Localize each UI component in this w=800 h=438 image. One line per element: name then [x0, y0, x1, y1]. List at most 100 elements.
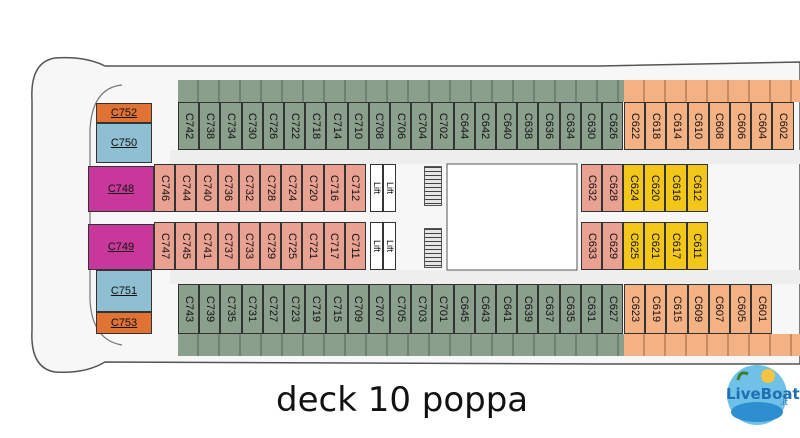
cabin-label: C622 — [628, 112, 641, 140]
logo-suffix: .it — [780, 398, 788, 407]
cabin-label: C748 — [107, 183, 135, 195]
cabin-c612: C612 — [686, 164, 708, 212]
cabin-label: C751 — [110, 285, 138, 297]
cabin-c745: C745 — [175, 222, 197, 270]
cabin-label: C608 — [713, 112, 726, 140]
cabin-c734: C734 — [220, 102, 242, 150]
cabin-c747: C747 — [154, 222, 176, 270]
cabin-label: C702 — [436, 112, 449, 140]
cabin-c735: C735 — [220, 284, 242, 334]
cabin-c631: C631 — [580, 284, 602, 334]
cabin-label: C629 — [606, 232, 619, 260]
cabin-c704: C704 — [411, 102, 433, 150]
cabin-c707: C707 — [368, 284, 390, 334]
cabin-c638: C638 — [517, 102, 539, 150]
cabin-label: C743 — [182, 295, 195, 323]
cabin-c730: C730 — [241, 102, 263, 150]
cabin-label: C641 — [500, 295, 513, 323]
cabin-label: C642 — [479, 112, 492, 140]
cabin-label: C706 — [394, 112, 407, 140]
cabin-c611: C611 — [686, 222, 708, 270]
cabin-c641: C641 — [496, 284, 518, 334]
cabin-c709: C709 — [347, 284, 369, 334]
cabin-label: C705 — [394, 295, 407, 323]
cabin-label: C645 — [458, 295, 471, 323]
cabin-c642: C642 — [474, 102, 496, 150]
cabin-c751: C751 — [96, 270, 152, 312]
cabin-label: C625 — [627, 232, 640, 260]
cabin-label: C602 — [776, 112, 789, 140]
cabin-label: C722 — [288, 112, 301, 140]
cabin-label: C601 — [755, 295, 768, 323]
cabin-c717: C717 — [323, 222, 345, 270]
cabin-label: C728 — [264, 174, 277, 202]
cabin-c630: C630 — [580, 102, 602, 150]
cabin-label: C753 — [110, 317, 138, 329]
cabin-c736: C736 — [217, 164, 239, 212]
cabin-label: C747 — [158, 232, 171, 260]
cabin-c703: C703 — [411, 284, 433, 334]
cabin-c629: C629 — [602, 222, 624, 270]
cabin-c618: C618 — [645, 102, 667, 150]
cabin-label: C710 — [352, 112, 365, 140]
cabin-label: C719 — [309, 295, 322, 323]
lift-label: Lift — [371, 181, 382, 195]
stern-curve — [89, 84, 123, 346]
cabin-c708: C708 — [368, 102, 390, 150]
cabin-label: C725 — [285, 232, 298, 260]
cabin-c604: C604 — [751, 102, 773, 150]
corridor-bottom — [170, 270, 800, 284]
cabin-c644: C644 — [453, 102, 475, 150]
cabin-label: C721 — [306, 232, 319, 260]
cabin-c733: C733 — [238, 222, 260, 270]
cabin-c748: C748 — [88, 166, 154, 212]
cabin-c609: C609 — [687, 284, 709, 334]
cabin-label: C738 — [203, 112, 216, 140]
cabin-label: C630 — [585, 112, 598, 140]
cabin-label: C617 — [669, 232, 682, 260]
cabin-c705: C705 — [390, 284, 412, 334]
cabin-c635: C635 — [559, 284, 581, 334]
cabin-label: C744 — [179, 174, 192, 202]
cabin-label: C715 — [330, 295, 343, 323]
lift-2: Lift — [383, 164, 396, 212]
cabin-c607: C607 — [708, 284, 730, 334]
cabin-c620: C620 — [644, 164, 666, 212]
cabin-label: C742 — [182, 112, 195, 140]
cabin-label: C627 — [606, 295, 619, 323]
cabin-c632: C632 — [581, 164, 603, 212]
cabin-c746: C746 — [154, 164, 176, 212]
cabin-label: C635 — [564, 295, 577, 323]
cabin-label: C605 — [734, 295, 747, 323]
cabin-c716: C716 — [323, 164, 345, 212]
cabin-c742: C742 — [178, 102, 200, 150]
cabin-label: C604 — [755, 112, 768, 140]
cabin-c726: C726 — [262, 102, 284, 150]
cabin-label: C732 — [243, 174, 256, 202]
cabin-c606: C606 — [730, 102, 752, 150]
cabin-c602: C602 — [772, 102, 794, 150]
cabin-c617: C617 — [665, 222, 687, 270]
cabin-c605: C605 — [730, 284, 752, 334]
cabin-label: C739 — [203, 295, 216, 323]
cabin-label: C619 — [649, 295, 662, 323]
cabin-label: C643 — [479, 295, 492, 323]
cabin-label: C708 — [373, 112, 386, 140]
cabin-label: C740 — [200, 174, 213, 202]
cabin-c721: C721 — [302, 222, 324, 270]
cabin-label: C701 — [436, 295, 449, 323]
cabin-label: C735 — [224, 295, 237, 323]
cabin-label: C737 — [222, 232, 235, 260]
cabin-c608: C608 — [708, 102, 730, 150]
cabin-label: C632 — [585, 174, 598, 202]
cabin-label: C707 — [373, 295, 386, 323]
cabin-c701: C701 — [432, 284, 454, 334]
cabin-label: C611 — [691, 233, 704, 259]
stairs-top — [424, 166, 442, 206]
cabin-c710: C710 — [347, 102, 369, 150]
cabin-c610: C610 — [687, 102, 709, 150]
cabin-c744: C744 — [175, 164, 197, 212]
cabin-c640: C640 — [496, 102, 518, 150]
cabin-label: C628 — [606, 174, 619, 202]
cabin-label: C745 — [179, 232, 192, 260]
